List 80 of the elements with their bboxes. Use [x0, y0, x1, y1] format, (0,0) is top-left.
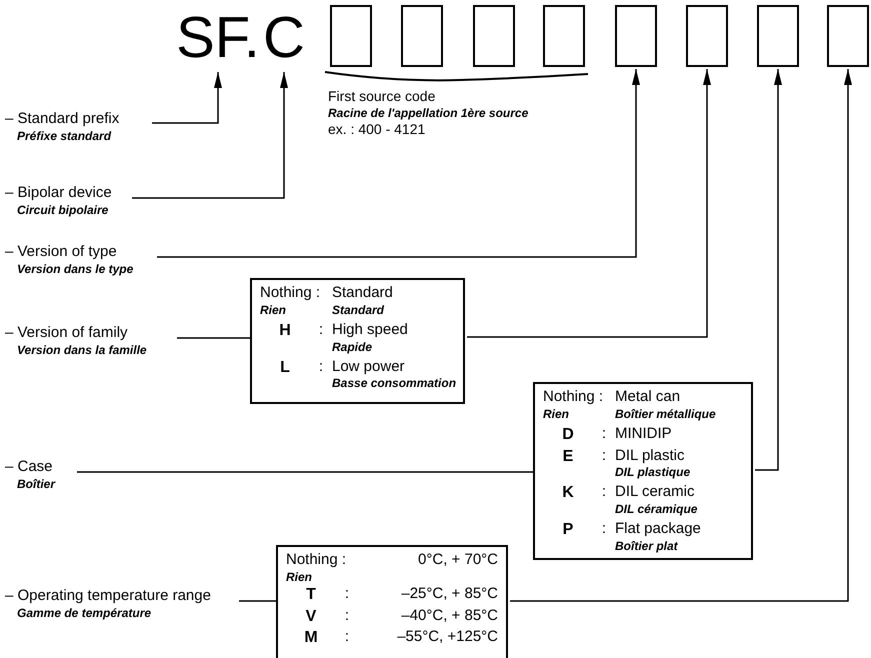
character-box	[615, 5, 657, 67]
field-name: – Operating temperature range	[5, 587, 212, 606]
french-translation: Boîtier plat	[615, 538, 679, 554]
colon: :	[602, 520, 606, 539]
prefix-code: C	[262, 6, 306, 70]
colon: :	[602, 424, 606, 444]
meaning-text: Metal can	[615, 388, 682, 407]
meaning-text: DIL plastic	[615, 446, 686, 466]
meaning-text: Flat package	[615, 520, 702, 539]
field-name: – Bipolar device	[5, 184, 113, 203]
code-table	[250, 278, 465, 404]
note-text: ex. : 400 - 4121	[328, 120, 426, 138]
french-translation: Rien	[260, 302, 288, 318]
code-letter: D	[562, 424, 574, 445]
meaning-text: 0°C, + 70°C	[418, 551, 498, 570]
prefix-code: SF.	[180, 6, 256, 70]
code-letter: H	[279, 320, 291, 341]
colon: :	[318, 358, 324, 376]
code-letter: K	[562, 483, 574, 504]
code-text: Nothing :	[260, 284, 322, 303]
french-translation: Gamme de température	[16, 606, 152, 621]
code-text: Nothing :	[543, 388, 604, 407]
code-text: Nothing :	[286, 551, 348, 570]
colon: :	[602, 483, 606, 502]
character-box	[330, 5, 372, 67]
colon: :	[344, 606, 350, 626]
character-box	[473, 5, 515, 67]
french-translation: Préfixe standard	[16, 128, 112, 144]
field-name: – Version of type	[5, 243, 118, 262]
french-translation: Racine de l'appellation 1ère source	[328, 106, 528, 120]
colon: :	[602, 446, 606, 466]
character-box	[686, 5, 728, 67]
french-translation: Version dans la famille	[16, 342, 148, 358]
meaning-text: Standard	[332, 284, 394, 303]
french-translation: Boîtier métallique	[615, 406, 717, 422]
code-letter: M	[304, 628, 318, 648]
arrow	[152, 72, 222, 124]
field-name: – Case	[5, 458, 54, 477]
french-translation: Standard	[332, 302, 386, 318]
french-translation: Boîtier	[16, 476, 56, 492]
french-translation: Rien	[286, 570, 314, 585]
connector-line	[77, 471, 533, 473]
french-translation: Circuit bipolaire	[16, 202, 110, 218]
french-translation: DIL plastique	[615, 465, 692, 480]
meaning-text: DIL ceramic	[615, 483, 696, 502]
code-table	[276, 545, 508, 658]
code-letter: E	[562, 446, 574, 466]
arrow	[467, 69, 711, 338]
arrow	[510, 69, 852, 602]
character-box	[827, 5, 869, 67]
colon: :	[344, 628, 350, 648]
meaning-text: MINIDIP	[615, 424, 673, 444]
connector-line	[239, 600, 276, 602]
colon: :	[318, 320, 324, 340]
meaning-text: –25°C, + 85°C	[401, 584, 498, 604]
code-letter: V	[306, 606, 316, 626]
field-name: – Version of family	[5, 324, 129, 343]
arrow	[132, 72, 288, 199]
code-table	[533, 382, 753, 560]
connector-line	[177, 337, 250, 339]
code-letter: L	[280, 358, 290, 378]
french-translation: DIL céramique	[615, 502, 698, 517]
french-translation: Basse consommation	[332, 376, 456, 392]
arrow	[157, 69, 640, 258]
meaning-text: –40°C, + 85°C	[401, 606, 498, 626]
french-translation: Rien	[543, 406, 570, 422]
french-translation: Rapide	[332, 340, 374, 354]
code-letter: T	[306, 584, 316, 605]
character-box	[401, 5, 443, 67]
meaning-text: –55°C, +125°C	[397, 628, 498, 647]
french-translation: Version dans le type	[16, 262, 134, 277]
note-text: First source code	[328, 88, 436, 106]
character-box	[757, 5, 799, 67]
meaning-text: Low power	[332, 358, 406, 376]
arrow	[755, 69, 782, 471]
field-name: – Standard prefix	[5, 110, 120, 129]
code-letter: P	[562, 520, 574, 540]
character-box	[543, 5, 585, 67]
colon: :	[344, 584, 350, 604]
meaning-text: High speed	[332, 320, 409, 340]
